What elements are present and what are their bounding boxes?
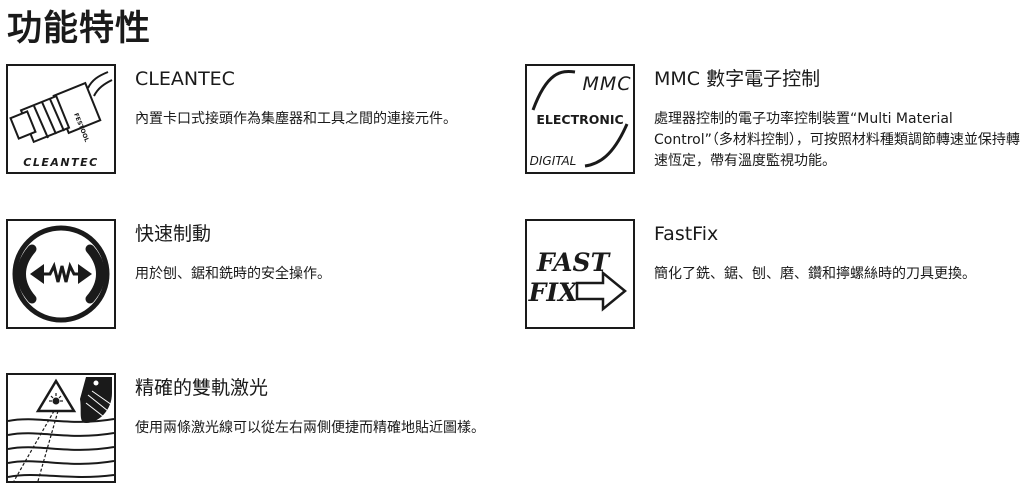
quick-brake-icon <box>6 219 116 329</box>
feature-title-quick-brake: 快速制動 <box>135 223 212 245</box>
feature-quick-brake: 快速制動 用於刨、鋸和銑時的安全操作。 <box>6 219 496 331</box>
feature-fastfix: FAST FIX FastFix 簡化了銑、鋸、刨、磨、鑽和擰螺絲時的刀具更換。 <box>525 219 1025 331</box>
electronic-icon-label: ELECTRONIC <box>536 112 623 127</box>
fastfix-icon: FAST FIX <box>525 219 635 329</box>
dual-laser-icon <box>6 373 116 483</box>
digital-icon-label: DIGITAL <box>530 154 577 168</box>
feature-desc-dual-laser: 使用兩條激光線可以從左右兩側便捷而精確地貼近圖樣。 <box>135 420 485 436</box>
mmc-electronic-icon: MMC ELECTRONIC DIGITAL <box>525 64 635 174</box>
feature-desc-quick-brake: 用於刨、鋸和銑時的安全操作。 <box>135 266 331 282</box>
feature-title-fastfix: FastFix <box>654 223 719 245</box>
fix-icon-label: FIX <box>528 278 579 307</box>
feature-mmc: MMC ELECTRONIC DIGITAL MMC 數字電子控制 處理器控制的… <box>525 64 1025 176</box>
page-title: 功能特性 <box>7 9 152 49</box>
cleantec-connector-icon: FESTOOL CLEANTEC <box>6 64 116 174</box>
mmc-icon-label: MMC <box>582 73 631 95</box>
feature-desc-mmc: 處理器控制的電子功率控制裝置“Multi Material Control”（多… <box>654 111 1020 169</box>
feature-title-cleantec: CLEANTEC <box>135 68 235 90</box>
feature-desc-cleantec: 內置卡口式接頭作為集塵器和工具之間的連接元件。 <box>135 111 457 127</box>
feature-dual-laser: 精確的雙軌激光 使用兩條激光線可以從左右兩側便捷而精確地貼近圖樣。 <box>6 373 506 485</box>
feature-title-dual-laser: 精確的雙軌激光 <box>135 377 269 399</box>
feature-desc-fastfix: 簡化了銑、鋸、刨、磨、鑽和擰螺絲時的刀具更換。 <box>654 266 976 282</box>
feature-cleantec: FESTOOL CLEANTEC CLEANTEC 內置卡口式接頭作為集塵器和工… <box>6 64 496 176</box>
fast-icon-label: FAST <box>536 248 612 277</box>
feature-title-mmc: MMC 數字電子控制 <box>654 68 821 90</box>
cleantec-icon-label: CLEANTEC <box>23 156 98 169</box>
